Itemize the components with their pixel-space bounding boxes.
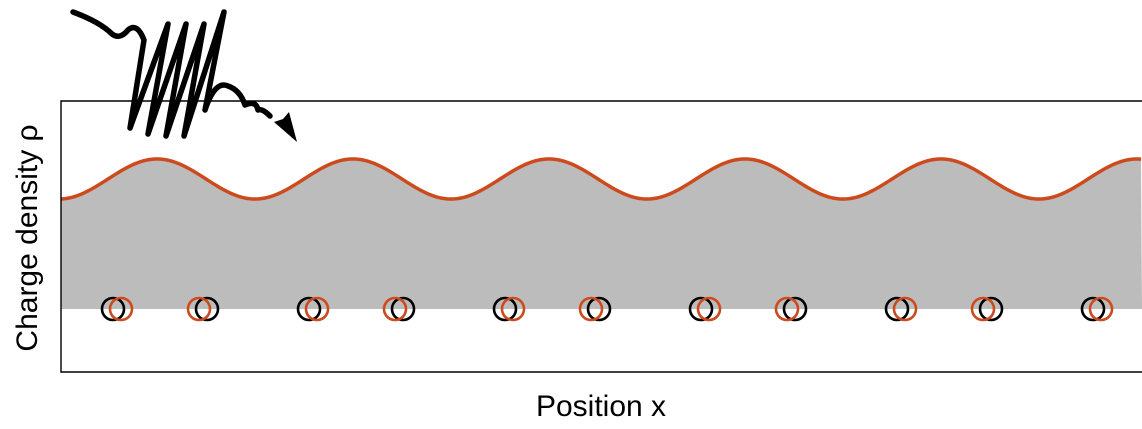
displaced-atom [970, 296, 996, 322]
lattice-atom [688, 296, 714, 322]
lattice-atom [1080, 296, 1106, 322]
x-axis-label: Position x [536, 390, 666, 423]
lattice-atom [100, 296, 126, 322]
displaced-atom [382, 296, 408, 322]
y-axis-label: Charge density ρ [11, 124, 44, 351]
displaced-atom [696, 296, 722, 322]
displaced-atom [578, 296, 604, 322]
charge-density-band [61, 159, 1142, 309]
photon-wave [70, 9, 273, 139]
displaced-atom [500, 296, 526, 322]
lattice-atom [978, 296, 1004, 322]
lattice-atom [194, 296, 220, 322]
photon-arrowhead [274, 112, 297, 142]
charge-density-curve [60, 157, 1142, 201]
displaced-atom [108, 296, 134, 322]
plot-frame [60, 100, 1142, 373]
lattice-atom [586, 296, 612, 322]
displaced-atom [304, 296, 330, 322]
lattice-atom [782, 296, 808, 322]
displaced-atom [774, 296, 800, 322]
lattice-atom [296, 296, 322, 322]
lattice-atom [492, 296, 518, 322]
displaced-atom [186, 296, 212, 322]
displaced-atom [892, 296, 918, 322]
displaced-atom [1088, 296, 1114, 322]
lattice-atom [884, 296, 910, 322]
lattice-atom [390, 296, 416, 322]
atom-row [100, 296, 1114, 322]
wavy-photon-arrow-icon [70, 9, 297, 142]
